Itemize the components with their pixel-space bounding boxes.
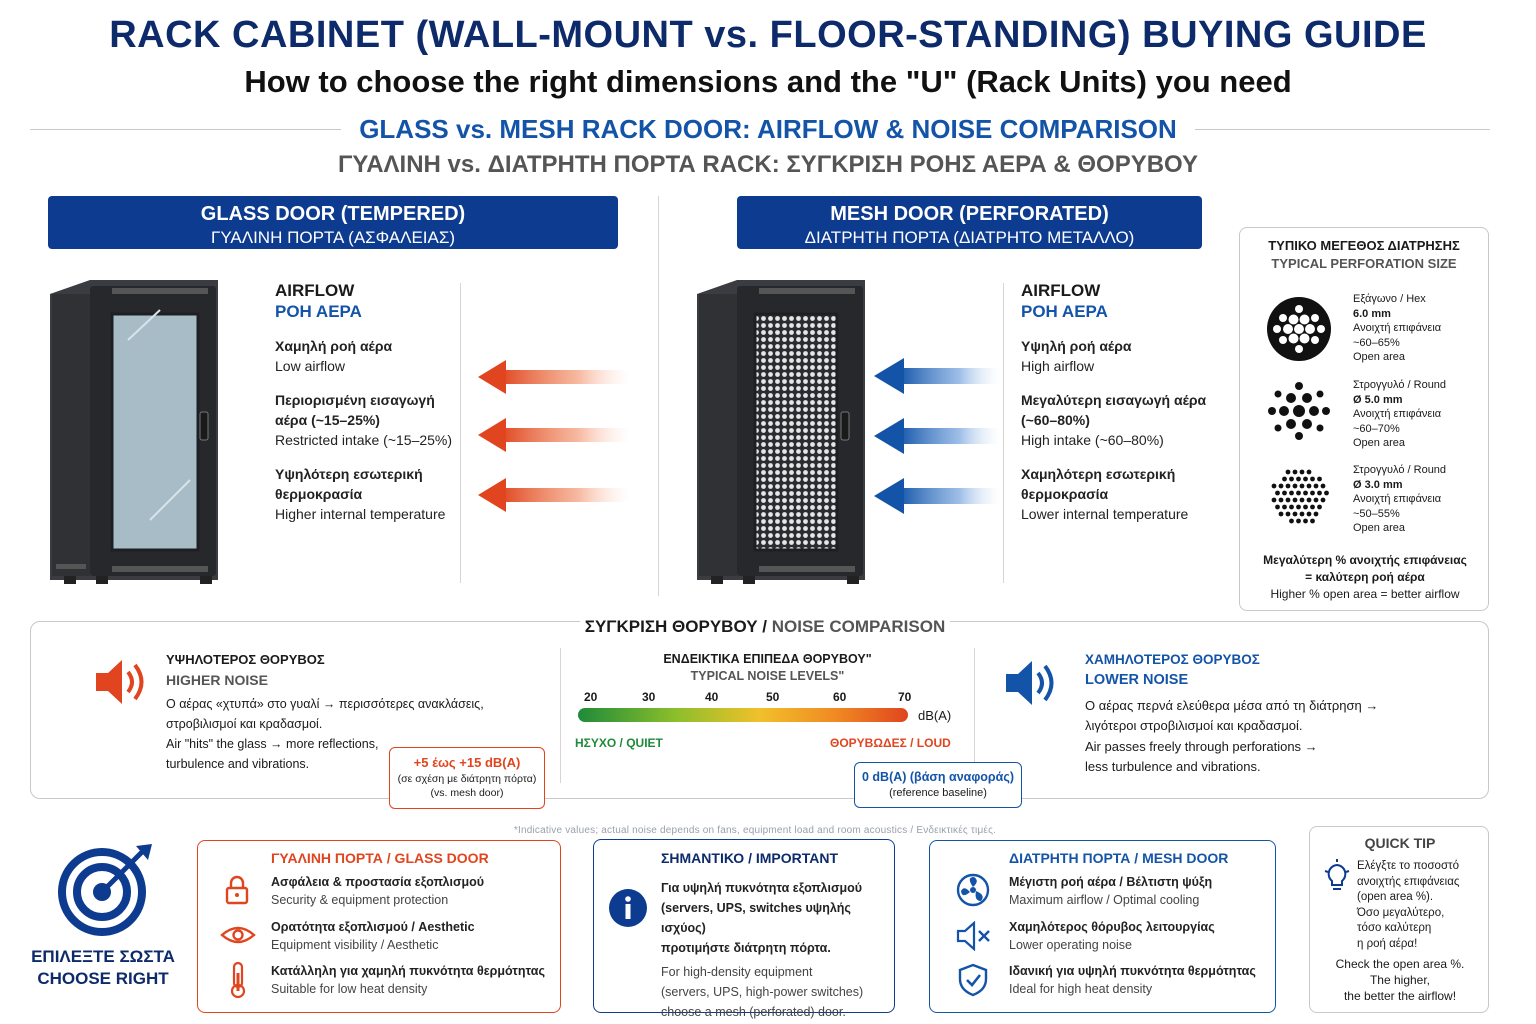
mesh-airflow-text: AIRFLOW ΡΟΗ ΑΕΡΑ Υψηλή ροή αέρα High air… [1021,281,1207,522]
mesh-card-item-2: Χαμηλότερος θόρυβος λειτουργίας Lower op… [1009,920,1215,952]
hex-pattern-icon [1267,297,1331,361]
red-arrow-1 [478,360,630,394]
mute-icon [956,921,990,951]
glass-door-banner: GLASS DOOR (TEMPERED) ΓΥΑΛΙΝΗ ΠΟΡΤΑ (ΑΣΦ… [48,196,618,249]
important-text: Για υψηλή πυκνότητα εξοπλισμού (servers,… [661,881,864,1019]
noise-scale-title: ΕΝΔΕΙΚΤΙΚΑ ΕΠΙΠΕΔΑ ΘΟΡΥΒΟΥ" TYPICAL NOIS… [663,652,872,683]
shield-check-icon [958,963,988,997]
higher-noise-text: ΥΨΗΛΟΤΕΡΟΣ ΘΟΡΥΒΟΣ HIGHER NOISE Ο αέρας … [166,652,484,771]
divider-left [30,129,342,130]
glass-text-divider [460,283,461,583]
glass-door-card: ΓΥΑΛΙΝΗ ΠΟΡΤΑ / GLASS DOOR Ασφάλεια & πρ… [197,840,561,1013]
fan-icon [956,873,990,907]
quick-tip-english: Check the open area %. The higher, the b… [1335,957,1465,1003]
info-icon [609,889,647,927]
red-arrow-3 [478,478,630,512]
noise-tick-label: 70 [898,690,912,704]
eye-icon [220,926,256,944]
target-icon [58,844,152,936]
blue-arrow-3 [874,478,1000,514]
glass-card-item-2: Ορατότητα εξοπλισμού / Aesthetic Equipme… [271,920,475,952]
blue-arrow-2 [874,418,1000,454]
round-5mm-pattern-icon [1268,382,1330,440]
mesh-cabinet-illustration [697,280,865,584]
section-title-greek: ΓΥΑΛΙΝΗ vs. ΔΙΑΤΡΗΤΗ ΠΟΡΤΑ RACK: ΣΥΓΚΡΙΣ… [337,151,1199,178]
speaker-loud-icon [96,660,144,704]
round-5mm-spec: Στρογγυλό / Round Ø 5.0 mm Ανοιχτή επιφά… [1353,379,1447,449]
quick-tip-greek: Ελέγξτε το ποσοστό ανοιχτής επιφάνειας (… [1357,860,1460,950]
divider-right [1184,129,1490,130]
footnote: *Indicative values; actual noise depends… [513,825,997,836]
perforation-note: Μεγαλύτερη % ανοιχτής επιφάνειας = καλύτ… [1263,553,1467,601]
blue-arrow-1 [874,358,1000,394]
noise-divider-left [560,648,561,783]
noise-tick-label: 60 [833,690,847,704]
noise-tick-label: 40 [705,690,719,704]
subtitle: How to choose the right dimensions and t… [244,64,1292,99]
glass-card-item-3: Κατάλληλη για χαμηλή πυκνότητα θερμότητα… [271,964,545,996]
noise-scale-unit: dB(A) [918,708,952,723]
noise-tick-label: 50 [766,690,780,704]
glass-card-item-1: Ασφάλεια & προστασία εξοπλισμού Security… [271,875,485,907]
noise-scale-bar [578,708,908,722]
glass-airflow-arrows [478,360,630,512]
quick-tip-card: QUICK TIP Ελέγξτε το ποσοστό ανοιχτής επ… [1309,826,1489,1013]
red-arrow-2 [478,418,630,452]
noise-comparison-title: ΣΥΓΚΡΙΣΗ ΘΟΡΥΒΟΥ / NOISE COMPARISON [580,617,950,637]
glass-cabinet-illustration [50,280,218,584]
mesh-door-card: ΔΙΑΤΡΗΤΗ ΠΟΡΤΑ / MESH DOOR Μέγιστη ροή α… [929,840,1276,1013]
important-card: ΣΗΜΑΝΤΙΚΟ / IMPORTANT Για υψηλή πυκνότητ… [593,839,895,1019]
speaker-quiet-icon [1006,661,1054,705]
perforation-size-panel: ΤΥΠΙΚΟ ΜΕΓΕΘΟΣ ΔΙΑΤΡΗΣΗΣ TYPICAL PERFORA… [1239,227,1489,611]
round-3mm-pattern-icon [1271,469,1329,524]
lock-icon [225,875,249,905]
thermometer-icon [230,961,246,999]
glass-noise-badge: +5 έως +15 dB(A) (σε σχέση με διάτρητη π… [389,747,545,809]
noise-divider-right [974,648,975,783]
glass-airflow-text: AIRFLOW ΡΟΗ ΑΕΡΑ Χαμηλή ροή αέρα Low air… [275,281,453,522]
choose-right-label: ΕΠΙΛΕΞΤΕ ΣΩΣΤΑ CHOOSE RIGHT [31,947,175,988]
center-divider [658,196,659,596]
section-title: GLASS vs. MESH RACK DOOR: AIRFLOW & NOIS… [0,114,1536,145]
loud-label: ΘΟΡΥΒΩΔΕΣ / LOUD [830,736,951,750]
mesh-door-banner: MESH DOOR (PERFORATED) ΔΙΑΤΡΗΤΗ ΠΟΡΤΑ (Δ… [737,196,1202,249]
quiet-label: ΗΣΥΧΟ / QUIET [575,736,663,750]
round-3mm-spec: Στρογγυλό / Round Ø 3.0 mm Ανοιχτή επιφά… [1353,464,1447,534]
mesh-card-item-1: Μέγιστη ροή αέρα / Βέλτιστη ψύξη Maximum… [1009,875,1213,907]
noise-scale-ticks: 20 30 40 50 60 70 [570,690,915,706]
lightbulb-icon [1324,859,1350,890]
noise-tick-label: 30 [642,690,656,704]
lower-noise-text: ΧΑΜΗΛΟΤΕΡΟΣ ΘΟΡΥΒΟΣ LOWER NOISE Ο αέρας … [1085,652,1379,774]
mesh-card-item-3: Ιδανική για υψηλή πυκνότητα θερμότητας I… [1009,964,1256,996]
noise-tick-label: 20 [584,690,598,704]
mesh-text-divider [1003,283,1004,583]
mesh-noise-badge: 0 dB(A) (βάση αναφοράς) (reference basel… [854,762,1022,808]
hex-spec: Εξάγωνο / Hex 6.0 mm Ανοιχτή επιφάνεια ~… [1353,293,1442,363]
mesh-airflow-arrows [874,358,1000,514]
main-title: RACK CABINET (WALL-MOUNT vs. FLOOR-STAND… [109,14,1427,56]
